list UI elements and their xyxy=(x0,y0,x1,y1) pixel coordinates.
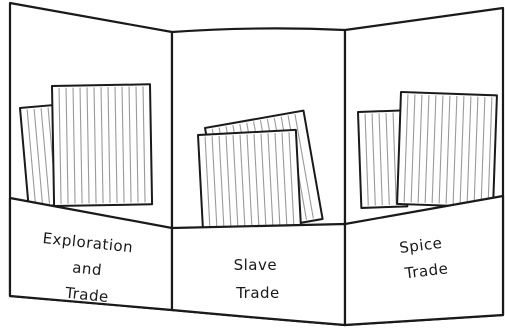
card-rule-line xyxy=(225,135,232,236)
card-rule-line xyxy=(431,95,437,204)
pocket-label-spice-trade: Spice Trade xyxy=(398,233,451,283)
center-cards xyxy=(197,109,324,240)
card-rule-line xyxy=(142,86,146,203)
card-rule-line xyxy=(424,94,430,203)
card-rule-line xyxy=(26,109,37,206)
card-rule-line xyxy=(378,113,383,206)
card-rule-line xyxy=(480,96,486,205)
card-rule-line xyxy=(253,134,260,234)
card-rule-line xyxy=(438,95,444,204)
card-rule-line xyxy=(128,86,132,203)
card-rule-line xyxy=(40,108,51,204)
card-rule-line xyxy=(260,133,267,234)
index-card xyxy=(197,128,303,240)
pocket-center xyxy=(170,222,347,327)
card-rule-line xyxy=(100,87,104,204)
card-rule-line xyxy=(281,132,288,233)
card-rule-line xyxy=(72,87,76,204)
card-rule-line xyxy=(86,87,90,204)
card-rule-line xyxy=(466,96,472,205)
left-cards xyxy=(19,83,154,209)
label-line: Trade xyxy=(63,284,109,307)
card-rule-line xyxy=(288,132,295,233)
label-line: Trade xyxy=(403,259,449,282)
pocket-right xyxy=(343,194,505,327)
card-rule-line xyxy=(246,134,253,235)
card-rule-line xyxy=(135,86,139,203)
card-rule-line xyxy=(473,96,479,205)
index-card xyxy=(51,83,154,207)
right-cards xyxy=(357,91,498,209)
pocket-label-slave-trade: Slave Trade xyxy=(234,256,283,302)
card-rule-line xyxy=(392,112,397,205)
card-rule-line xyxy=(65,87,69,204)
card-rule-line xyxy=(121,86,125,203)
card-rule-line xyxy=(107,87,111,204)
card-rule-line xyxy=(410,94,416,203)
label-line: Slave xyxy=(234,256,278,274)
card-rule-line xyxy=(445,95,451,204)
card-rule-line xyxy=(487,97,493,206)
card-rule-line xyxy=(33,108,44,205)
card-rule-line xyxy=(459,96,465,205)
card-rule-line xyxy=(211,136,218,237)
card-rule-line xyxy=(93,87,97,204)
label-line: Trade xyxy=(235,284,280,302)
card-rule-line xyxy=(385,113,390,205)
card-rule-line xyxy=(232,135,239,236)
card-rule-line xyxy=(294,114,314,219)
card-rule-line xyxy=(239,134,246,235)
card-rule-line xyxy=(267,133,274,234)
card-rule-line xyxy=(274,132,281,233)
card-rule-line xyxy=(403,94,409,203)
card-rule-line xyxy=(204,136,211,237)
card-rule-line xyxy=(364,113,369,206)
label-line: and xyxy=(71,258,102,279)
card-rule-line xyxy=(79,87,83,204)
card-rule-line xyxy=(417,94,423,203)
card-rule-line xyxy=(58,87,62,204)
card-rule-line xyxy=(114,86,118,203)
label-line: Spice xyxy=(398,234,443,257)
card-rule-line xyxy=(452,95,458,204)
card-rule-line xyxy=(218,135,225,236)
index-card xyxy=(396,91,498,209)
card-rule-line xyxy=(371,113,376,206)
